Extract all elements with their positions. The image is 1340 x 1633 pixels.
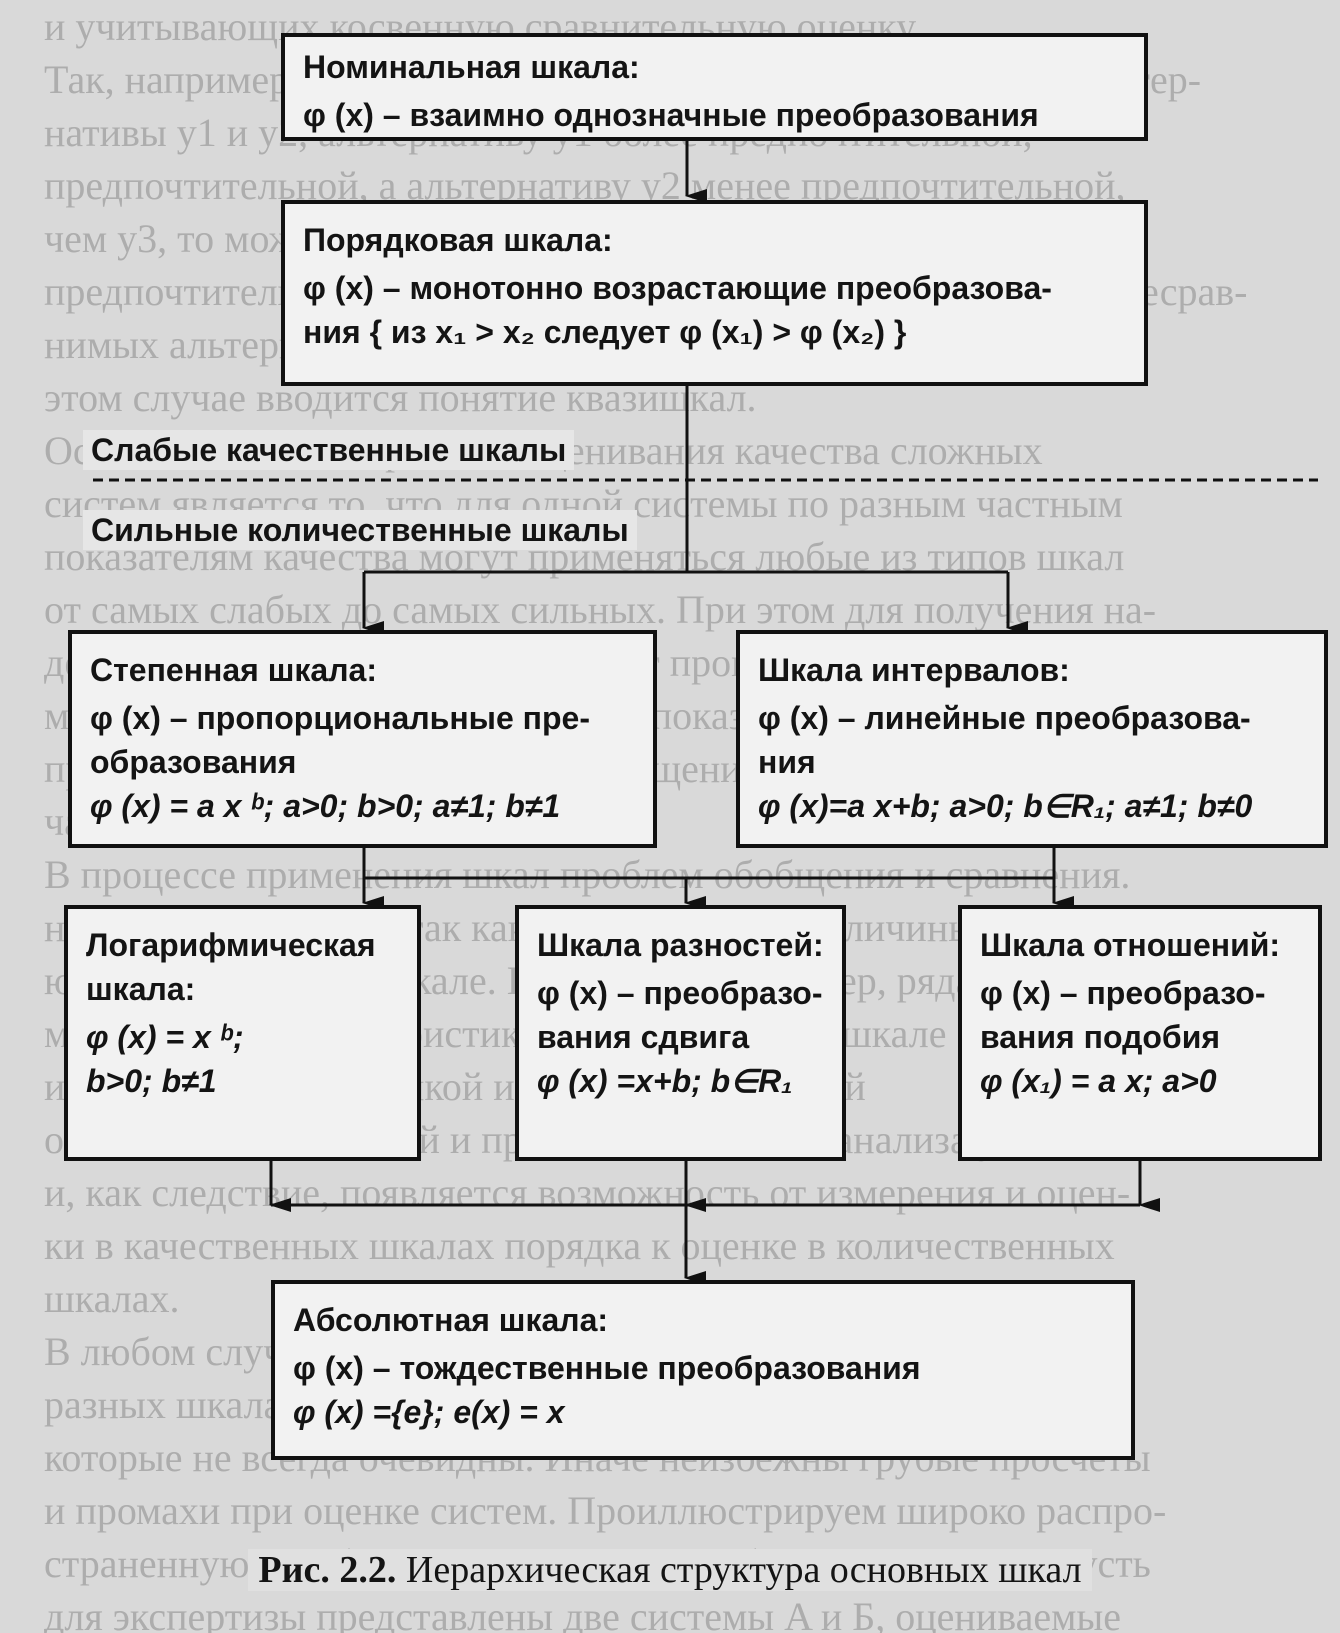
box-interval-scale: Шкала интервалов: φ (x) – линейные преоб… xyxy=(736,630,1328,848)
box-title: Абсолютная шкала: xyxy=(293,1302,609,1338)
caption-prefix: Рис. 2.2. xyxy=(258,1549,397,1591)
box-title: Шкала разностей: xyxy=(537,927,824,963)
box-logarithmic-scale: Логарифмическая шкала: φ (x) = x ᵇ; b>0;… xyxy=(64,905,421,1161)
box-line: φ (x) – преобразо- xyxy=(980,975,1266,1011)
box-title: Шкала интервалов: xyxy=(758,652,1070,688)
box-ratio-scale: Шкала отношений: φ (x) – преобразо- вани… xyxy=(958,905,1322,1161)
background-text-line: и промахи при оценке систем. Проиллюстри… xyxy=(44,1488,1167,1533)
box-formula: φ (x) =x+b; b∈R₁ xyxy=(537,1063,793,1099)
box-absolute-scale: Абсолютная шкала: φ (x) – тождественные … xyxy=(271,1280,1135,1460)
box-title: Шкала отношений: xyxy=(980,927,1281,963)
box-formula: b>0; b≠1 xyxy=(86,1063,217,1099)
caption-text: Иерархическая структура основных шкал xyxy=(405,1549,1082,1591)
box-line: ния { из x₁ > x₂ следует φ (x₁) > φ (x₂)… xyxy=(303,314,907,350)
box-line: вания сдвига xyxy=(537,1019,750,1055)
box-title: Степенная шкала: xyxy=(90,652,377,688)
box-title: Порядковая шкала: xyxy=(303,222,613,258)
box-formula: φ (x) ={e}; e(x) = x xyxy=(293,1394,565,1430)
box-line: φ (x) – преобразо- xyxy=(537,975,823,1011)
label-weak-qualitative-scales: Слабые качественные шкалы xyxy=(83,430,575,470)
box-nominal-scale: Номинальная шкала: φ (x) – взаимно одноз… xyxy=(281,33,1148,141)
box-line: φ (x) – тождественные преобразования xyxy=(293,1350,921,1386)
box-line: φ (x) – линейные преобразова- xyxy=(758,700,1251,736)
label-strong-quantitative-scales: Сильные количественные шкалы xyxy=(83,510,637,550)
box-line: φ (x) – монотонно возрастающие преобразо… xyxy=(303,270,1052,306)
background-text-line: и, как следствие, появляется возможность… xyxy=(44,1170,1131,1215)
box-title: шкала: xyxy=(86,971,196,1007)
box-formula: φ (x₁) = a x; a>0 xyxy=(980,1063,1217,1099)
box-line: φ (x) – пропорциональные пре- xyxy=(90,700,590,736)
box-ordinal-scale: Порядковая шкала: φ (x) – монотонно возр… xyxy=(281,200,1148,386)
box-formula: φ (x)=a x+b; a>0; b∈R₁; a≠1; b≠0 xyxy=(758,788,1253,824)
figure-caption: Рис. 2.2. Иерархическая структура основн… xyxy=(0,1545,1340,1595)
background-text-line: для экспертизы представлены две системы … xyxy=(44,1594,1122,1633)
box-title: Логарифмическая xyxy=(86,927,376,963)
box-difference-scale: Шкала разностей: φ (x) – преобразо- вани… xyxy=(515,905,846,1161)
box-line: ния xyxy=(758,744,816,780)
background-text-line: шкалах. xyxy=(44,1276,180,1321)
box-formula: φ (x) = a x ᵇ; a>0; b>0; a≠1; b≠1 xyxy=(90,788,561,824)
background-text-line: от самых слабых до самых сильных. При эт… xyxy=(44,587,1157,632)
box-power-scale: Степенная шкала: φ (x) – пропорциональны… xyxy=(68,630,657,848)
background-text-line: ки в качественных шкалах порядка к оценк… xyxy=(44,1223,1115,1268)
box-formula: φ (x) = x ᵇ; xyxy=(86,1019,244,1055)
background-text-line: В процессе применения шкал проблем обобщ… xyxy=(44,852,1131,897)
box-line: φ (x) – взаимно однозначные преобразован… xyxy=(303,97,1039,133)
box-line: вания подобия xyxy=(980,1019,1221,1055)
box-title: Номинальная шкала: xyxy=(303,49,640,85)
box-line: образования xyxy=(90,744,297,780)
